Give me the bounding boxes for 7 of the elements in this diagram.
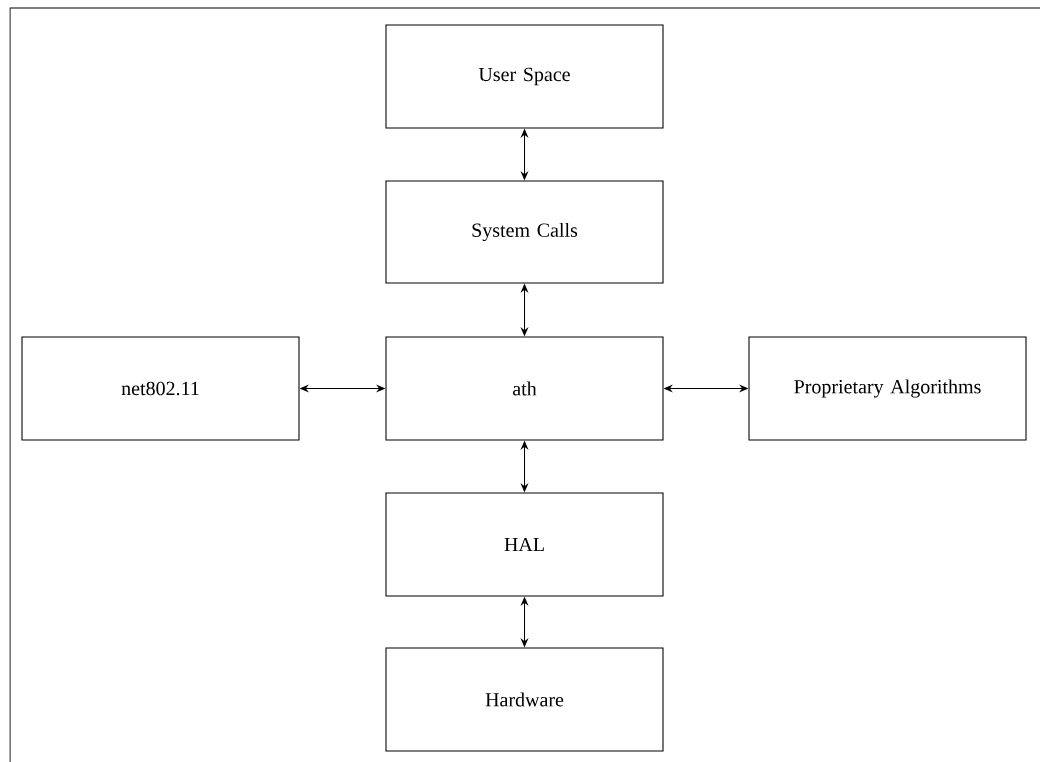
process-box: net802.11 <box>21 336 300 441</box>
process-box: Hardware <box>385 647 664 752</box>
process-box: System Calls <box>385 180 664 284</box>
process-box: User Space <box>385 24 664 129</box>
process-box: ath <box>385 336 664 441</box>
process-box: Proprietary Algorithms <box>748 336 1027 441</box>
process-box: HAL <box>385 492 664 597</box>
